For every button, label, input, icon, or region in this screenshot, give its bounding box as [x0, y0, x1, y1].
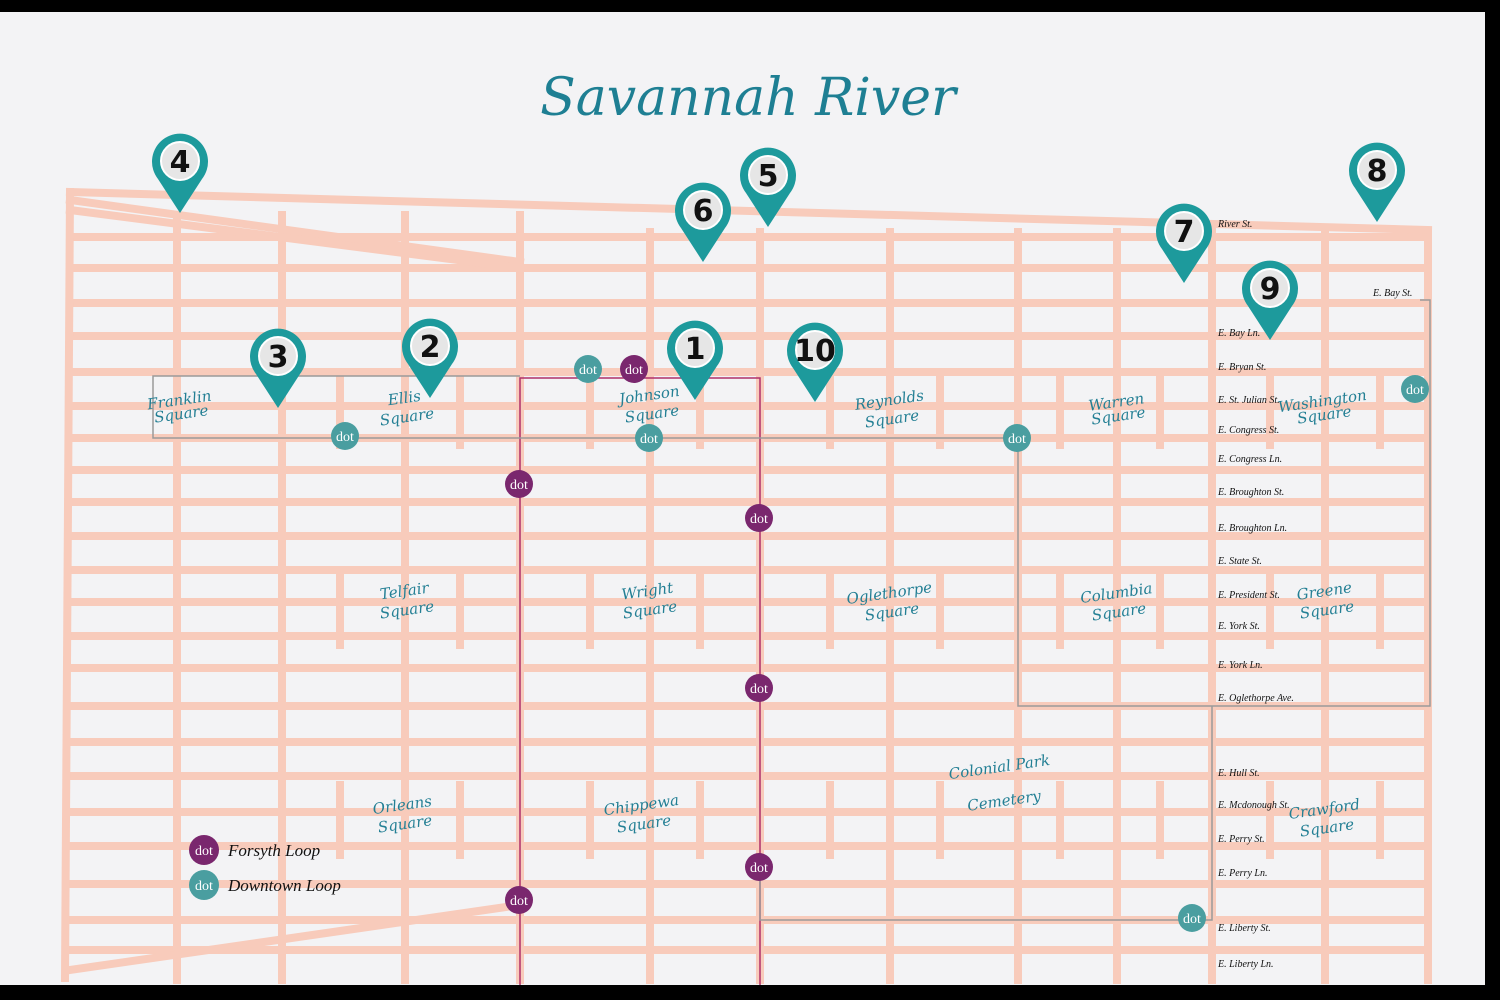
location-pins: 1 2 3 4 5 6 7 8 9 10: [152, 133, 1406, 408]
street-label: E. Perry Ln.: [1217, 868, 1267, 879]
pin-number: 4: [170, 145, 191, 180]
location-pin-3[interactable]: 3: [250, 328, 307, 408]
square-labels: FranklinSquareEllisSquareJohnsonSquareRe…: [145, 382, 1368, 841]
pin-number: 9: [1260, 272, 1281, 307]
legend-dot-icon: [189, 835, 219, 865]
street-labels: River St. E. Bay St. E. Bay Ln. E. Bryan St…: [1217, 219, 1412, 970]
street: [60, 187, 75, 983]
stop-label: dot: [750, 861, 768, 876]
legend-label: Forsyth Loop: [227, 841, 320, 860]
stop-label: dot: [195, 879, 213, 894]
pin-number: 5: [758, 159, 779, 194]
forsyth-loop-stop[interactable]: dot: [505, 470, 533, 498]
pin-number: 6: [693, 194, 714, 229]
location-pin-9[interactable]: 9: [1242, 260, 1299, 340]
street: [65, 205, 525, 273]
stop-label: dot: [640, 432, 658, 447]
street-label: E. Hull St.: [1217, 768, 1260, 779]
forsyth-loop-stop[interactable]: dot: [620, 355, 648, 383]
square-label: WrightSquare: [619, 578, 678, 622]
stop-label: dot: [1183, 912, 1201, 927]
location-pin-5[interactable]: 5: [740, 147, 797, 227]
street-label: E. Liberty Ln.: [1217, 959, 1274, 970]
stop-label: dot: [750, 682, 768, 697]
location-pin-2[interactable]: 2: [402, 318, 459, 398]
downtown-loop-stop[interactable]: dot: [331, 422, 359, 450]
legend-item-downtown: dot Downtown Loop: [189, 870, 341, 900]
pin-number: 1: [685, 332, 706, 367]
street-label: E. President St.: [1217, 590, 1280, 601]
pin-number: 8: [1367, 154, 1388, 189]
downtown-loop-stop[interactable]: dot: [1401, 375, 1429, 403]
street-label: E. State St.: [1217, 556, 1262, 567]
location-pin-10[interactable]: 10: [787, 322, 843, 402]
stop-label: dot: [510, 894, 528, 909]
downtown-loop-stop[interactable]: dot: [635, 424, 663, 452]
street-label: E. Broughton Ln.: [1217, 523, 1287, 534]
legend-dot-icon: [189, 870, 219, 900]
map-title: Savannah River: [540, 68, 959, 128]
pin-number: 3: [268, 340, 289, 375]
stop-label: dot: [195, 844, 213, 859]
square-label: TelfairSquare: [376, 578, 435, 622]
stop-label: dot: [1008, 432, 1026, 447]
downtown-loop-route: [152, 299, 1431, 707]
location-pin-4[interactable]: 4: [152, 133, 208, 213]
street: [65, 900, 525, 975]
legend-item-forsyth: dot Forsyth Loop: [189, 835, 320, 865]
street-label: E. Bay St.: [1372, 288, 1412, 299]
legend-label: Downtown Loop: [227, 876, 341, 895]
street-label: E. Perry St.: [1217, 834, 1265, 845]
forsyth-loop-stop[interactable]: dot: [505, 886, 533, 914]
trolley-stops: dot dot dot dot dot dot dot dot dot dot dot dot: [331, 355, 1429, 932]
pin-number: 10: [794, 334, 836, 369]
stop-label: dot: [510, 478, 528, 493]
downtown-loop-stop[interactable]: dot: [1003, 424, 1031, 452]
location-pin-6[interactable]: 6: [675, 182, 731, 262]
location-pin-8[interactable]: 8: [1349, 142, 1406, 222]
street-label: E. Congress Ln.: [1217, 454, 1282, 465]
forsyth-loop-stop[interactable]: dot: [745, 853, 773, 881]
location-pin-7[interactable]: 7: [1156, 203, 1212, 283]
stop-label: dot: [336, 430, 354, 445]
street-label: E. Broughton St.: [1217, 487, 1284, 498]
street-label: E. Oglethorpe Ave.: [1217, 693, 1294, 704]
street-label: River St.: [1217, 219, 1252, 230]
street-label: E. York St.: [1217, 621, 1260, 632]
stop-label: dot: [750, 512, 768, 527]
square-label: OrleansSquare: [372, 792, 436, 837]
street-label: E. Liberty St.: [1217, 923, 1271, 934]
pin-number: 2: [420, 330, 441, 365]
forsyth-loop-stop[interactable]: dot: [745, 674, 773, 702]
stop-label: dot: [1406, 383, 1424, 398]
pin-number: 7: [1174, 215, 1195, 250]
stop-label: dot: [625, 363, 643, 378]
street-label: E. Bryan St.: [1217, 362, 1266, 373]
location-pin-1[interactable]: 1: [667, 320, 723, 400]
square-label: GreeneSquare: [1296, 578, 1356, 622]
street-label: E. Mcdonough St.: [1217, 800, 1290, 811]
stop-label: dot: [579, 363, 597, 378]
street-label: E. St. Julian St.: [1217, 395, 1280, 406]
street: [65, 195, 525, 267]
downtown-loop-stop[interactable]: dot: [1178, 904, 1206, 932]
forsyth-loop-stop[interactable]: dot: [745, 504, 773, 532]
downtown-loop-route: [759, 706, 1213, 921]
downtown-loop-stop[interactable]: dot: [574, 355, 602, 383]
street-label: E. York Ln.: [1217, 660, 1263, 671]
street-label: E. Congress St.: [1217, 425, 1279, 436]
street-label: E. Bay Ln.: [1217, 328, 1260, 339]
